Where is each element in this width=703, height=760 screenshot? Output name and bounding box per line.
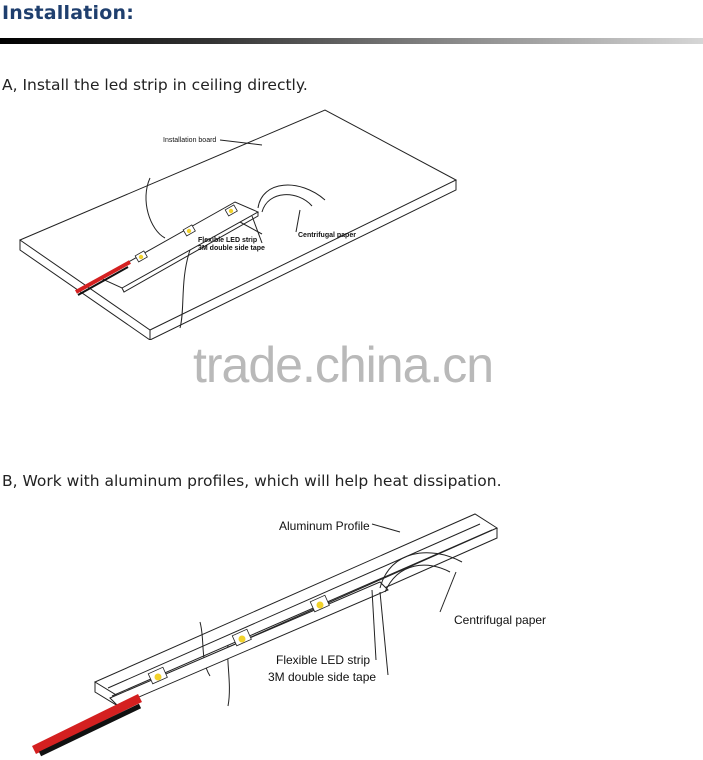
step-b-text: B, Work with aluminum profiles, which wi… (2, 472, 502, 490)
ceiling-installation-diagram: Installation board Flexible LED strip 3M… (18, 109, 458, 340)
label-flexible-led-strip-b: Flexible LED strip (276, 653, 370, 667)
heading-divider (0, 38, 703, 44)
watermark: trade.china.cn (193, 337, 494, 393)
aluminum-profile-diagram: Aluminum Profile Flexible LED strip 3M d… (32, 513, 546, 757)
label-centrifugal-paper-b: Centrifugal paper (454, 613, 546, 627)
label-flexible-led-strip: Flexible LED strip (198, 237, 257, 244)
section-heading: Installation: (2, 2, 135, 24)
label-installation-board: Installation board (163, 137, 216, 144)
step-a-text: A, Install the led strip in ceiling dire… (2, 76, 308, 94)
label-double-side-tape-b: 3M double side tape (268, 670, 376, 684)
label-double-side-tape: 3M double side tape (198, 245, 265, 252)
label-centrifugal-paper: Centrifugal paper (298, 232, 356, 239)
label-aluminum-profile: Aluminum Profile (279, 519, 370, 533)
